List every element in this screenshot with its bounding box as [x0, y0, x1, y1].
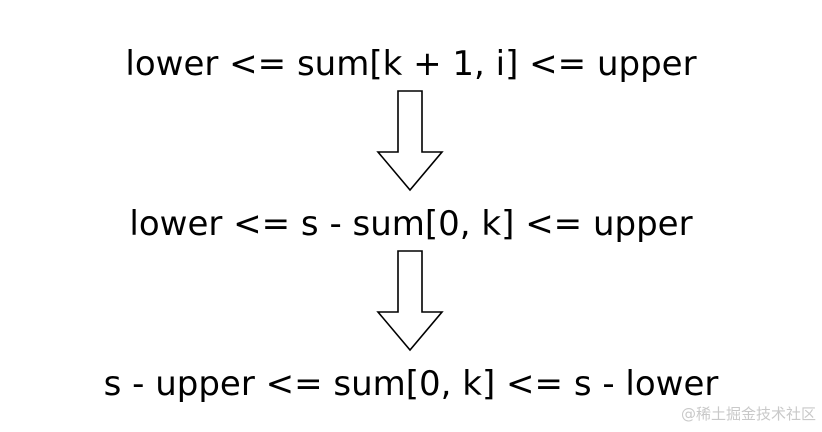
equation-1: lower <= sum[k + 1, i] <= upper — [125, 44, 697, 84]
down-arrow-icon — [376, 250, 444, 352]
down-arrow-icon — [376, 90, 444, 192]
equation-2: lower <= s - sum[0, k] <= upper — [129, 204, 693, 244]
watermark: @稀土掘金技术社区 — [680, 405, 816, 423]
equation-3: s - upper <= sum[0, k] <= s - lower — [103, 364, 719, 404]
